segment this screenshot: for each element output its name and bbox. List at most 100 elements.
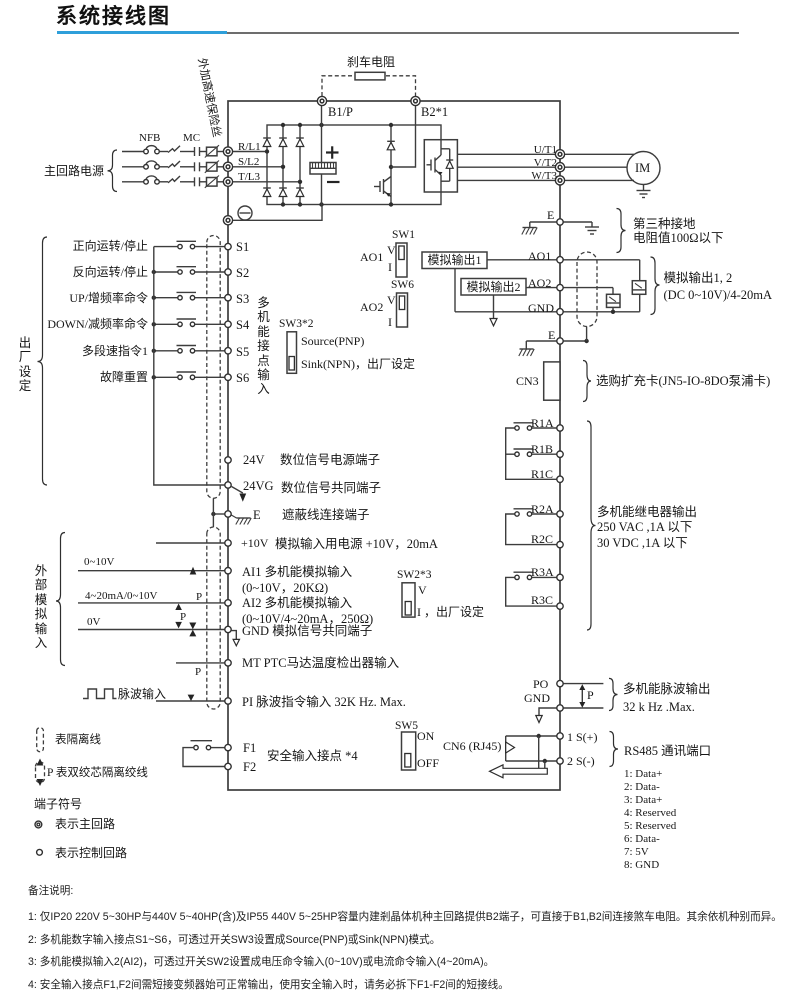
r2a-label: R2A [531, 501, 554, 516]
note-1: 1: 仅IP20 220V 5~30HP与440V 5~40HP(含)及IP55… [28, 911, 782, 923]
earth-terminal-left [232, 204, 323, 222]
10v-terminal-label: +10V [241, 536, 269, 550]
page-title: 系统接线图 [56, 5, 171, 28]
cn6-arrow-icon [505, 740, 516, 755]
earth-row-right [521, 207, 626, 254]
s-plus-label: 1 S(+) [567, 729, 598, 744]
mains-label: 主回路电源 [44, 164, 105, 178]
pin-2: 2: Data- [624, 780, 660, 793]
brace-factory [37, 236, 48, 486]
rectifier-diodes [262, 137, 305, 198]
sw6-i-label: I [388, 314, 392, 329]
sw2-v-label: V [418, 583, 427, 597]
gnd-desc-label: GND 模拟信号共同端子 [242, 623, 373, 638]
analog-group-label: 外部模拟输入 [34, 564, 48, 650]
legend-control-label: 表示控制回路 [55, 845, 128, 860]
brake-resistor-symbol [354, 71, 386, 81]
note-2: 2: 多机能数字输入接点S1~S6，可透过开关SW3设置成Source(PNP)… [28, 933, 441, 946]
brace-pulse [608, 677, 618, 712]
e-shield-terminal-label: E [253, 508, 261, 522]
bar-earth-icon-1 [585, 226, 599, 235]
s1-terminal-label: S1 [236, 240, 250, 254]
relay-note-3: 30 VDC ,1A 以下 [597, 535, 688, 550]
analog-input-rows [78, 526, 241, 710]
brace-grounding [616, 207, 626, 254]
legend-main-terminal-icon [34, 820, 43, 829]
sw1-label: SW1 [392, 229, 415, 241]
v-t2-label: V/T2 [533, 156, 557, 169]
note-4: 4: 安全输入接点F1,F2间需短接变频器始可正常输出，使用安全输入时，请务必拆… [28, 979, 509, 991]
sw2-label: SW2*3 [397, 569, 432, 581]
analog-output-section [395, 242, 660, 357]
s3-terminal-label: S3 [236, 291, 250, 306]
po-terminal-label: PO [533, 676, 549, 691]
shield-capsule-digital [206, 234, 221, 499]
sw3-switch [286, 331, 298, 375]
sw1-v-label: V [387, 242, 396, 257]
e-label-2: E [548, 328, 556, 342]
r1b-label: R1B [531, 441, 554, 456]
igbt-module [423, 138, 459, 193]
brake-resistor-label: 刹车电阻 [347, 55, 396, 69]
legend-shield-label: 表隔离线 [55, 734, 101, 746]
24vg-terminal-label: 24VG [243, 479, 274, 493]
ai2-range-label: 4~20mA/0~10V [85, 590, 158, 602]
im-label: IM [635, 161, 651, 175]
relay-2 [505, 508, 557, 546]
legend-symbols [34, 727, 46, 856]
legend-twisted-label: P 表双绞芯隔离绞线 [47, 766, 148, 779]
power-row-r [122, 144, 224, 158]
note-3: 3: 多机能模拟输入2(AI2)，可透过开关SW2设置成电压命令输入(0~10V… [28, 956, 495, 968]
slash-earth-icon-2 [518, 348, 535, 357]
meter-ao1 [631, 279, 647, 296]
power-row-s [122, 160, 224, 174]
notes-title: 备注说明: [28, 885, 74, 897]
s-minus-label: 2 S(-) [567, 754, 595, 768]
plus-sign [326, 146, 339, 159]
dc-bus-capacitor [309, 105, 340, 205]
brace-ao [650, 256, 660, 316]
safety-desc-label: 安全输入接点 *4 [267, 749, 358, 763]
title-underline-accent [57, 31, 227, 35]
pulse-out-note-2: 32 k Hz .Max. [623, 699, 695, 714]
shield-capsule-ao [576, 251, 598, 328]
sw3-label: SW3*2 [279, 317, 314, 330]
ai1-range-label: 0~10V [84, 556, 115, 568]
brace-analog-in [55, 531, 66, 667]
pin-3: 3: Data+ [624, 793, 663, 806]
rectifier-dc-bus [232, 105, 442, 207]
meter-ao2 [605, 293, 621, 309]
pulse-input-label: 脉波输入 [118, 687, 167, 701]
pin-5: 5: Reserved [624, 819, 677, 832]
rs485-section [488, 730, 619, 779]
s5-row [151, 344, 225, 354]
relay-note-1: 多机能继电器输出 [597, 504, 698, 519]
ao2-box-label: 模拟输出2 [466, 279, 521, 294]
10v-desc-label: 模拟输入用电源 +10V，20mA [275, 537, 438, 551]
r3a-label: R3A [531, 564, 554, 579]
relay-note-2: 250 VAC ,1A 以下 [597, 520, 693, 534]
ai2-desc-label: AI2 多机能模拟输入 [242, 596, 353, 610]
brace-relays [586, 420, 596, 631]
legend-shield-capsule [36, 727, 45, 753]
signal-ground-arrow-po [534, 714, 544, 724]
e-shield-desc-label: 遮蔽线连接端子 [282, 507, 370, 522]
brace-cn3 [582, 359, 592, 403]
sw5-off-label: OFF [417, 755, 440, 770]
sw5-switch [400, 731, 417, 771]
cn3-connector [542, 359, 592, 403]
sw3-source-label: Source(PNP) [301, 333, 365, 348]
s6-function-label: 故障重置 [99, 370, 148, 384]
p-mark-mt: P [195, 665, 202, 678]
sw6-v-label: V [387, 293, 396, 307]
w-t3-label: W/T3 [531, 170, 557, 182]
ai1-spec-label: (0~10V，20KΩ) [242, 580, 329, 595]
pin-7: 7: 5V [624, 846, 649, 859]
s5-function-label: 多段速指令1 [81, 343, 148, 358]
sw1-i-label: I [388, 259, 392, 274]
ai1-arrow [189, 566, 197, 575]
digital-input-rows [151, 234, 252, 527]
s5-terminal-label: S5 [236, 344, 250, 359]
e-label-1: E [547, 208, 555, 222]
